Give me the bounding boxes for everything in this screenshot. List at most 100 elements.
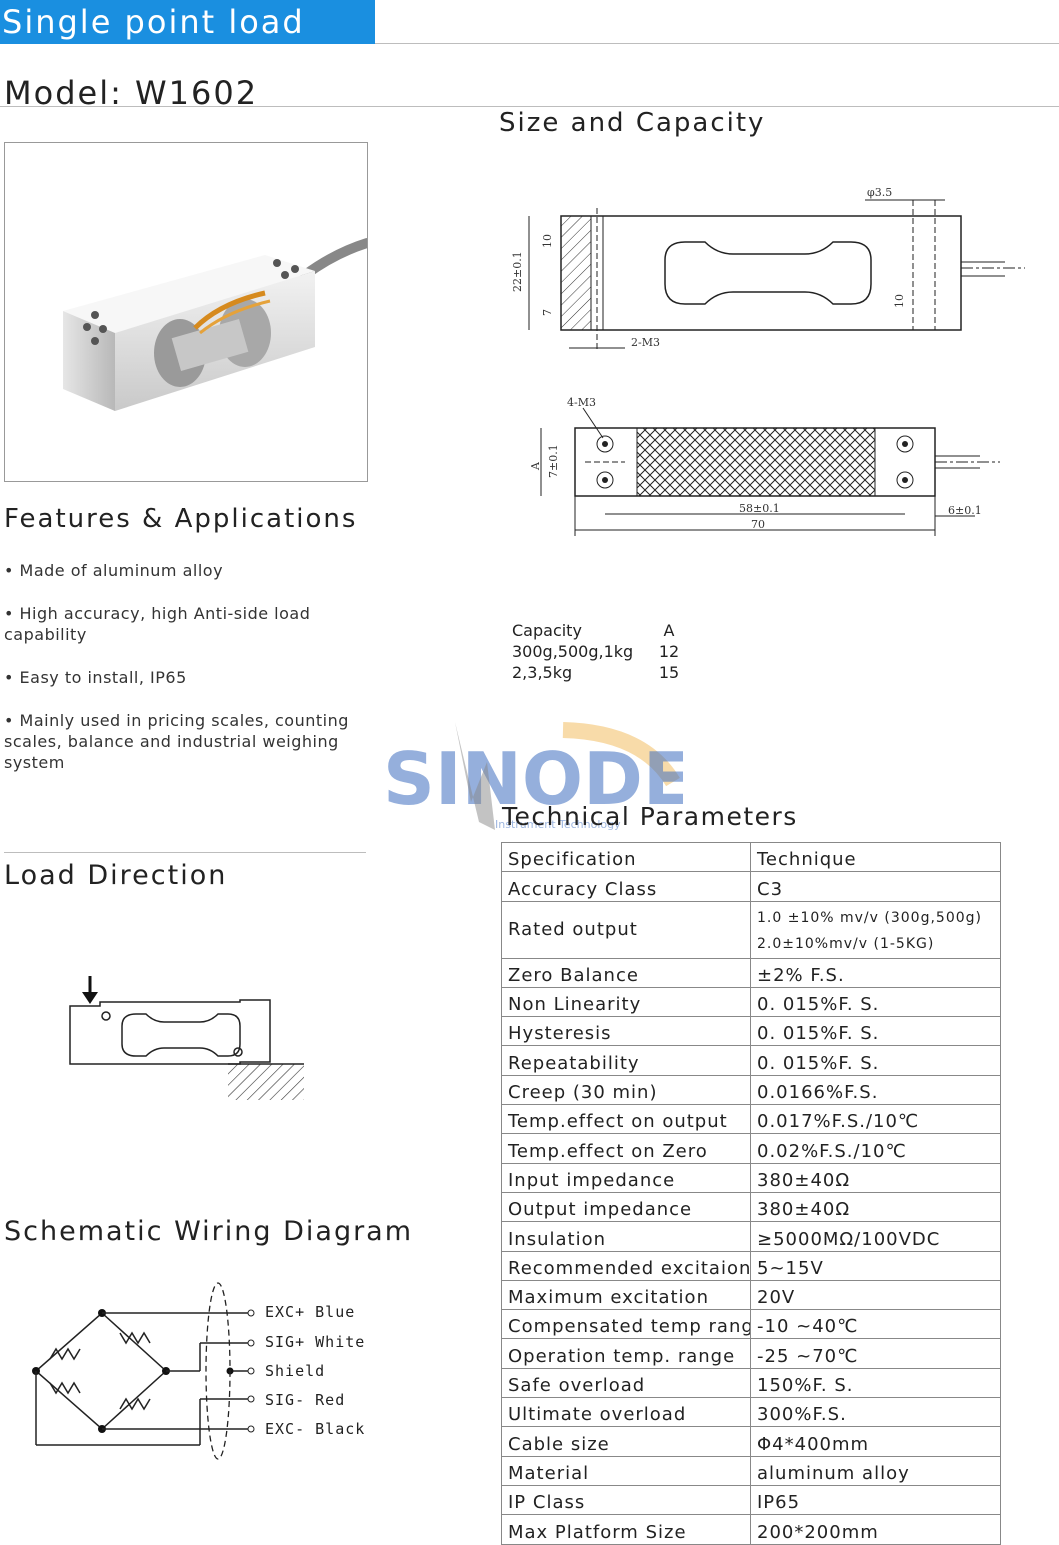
cell: Temp.effect on output [501,1105,751,1134]
table-row: Accuracy Class C3 [501,872,1001,902]
cell: aluminum alloy [751,1456,1001,1485]
wiring-heading: Schematic Wiring Diagram [4,1216,414,1247]
wire-label-sig-plus: SIG+ White [265,1333,366,1351]
cell: 20V [751,1280,1001,1310]
dim-2m3: 2-M3 [631,336,660,349]
dim-4m3: 4-M3 [567,396,596,409]
capacity-table: Capacity A 300g,500g,1kg 12 2,3,5kg 15 [511,620,695,683]
dim-7b: 7±0.1 [547,444,560,478]
page-banner-title: Single point load cell [0,0,375,85]
cell: A [663,621,675,640]
cell: 380±40Ω [751,1163,1001,1192]
cell: Non Linearity [501,987,751,1017]
wire-label-exc-plus: EXC+ Blue [265,1303,356,1321]
cell: ≥5000MΩ/100VDC [751,1222,1001,1251]
product-photo [4,142,368,482]
cell: 380±40Ω [751,1192,1001,1222]
table-row: Creep (30 min)0.0166%F.S. [501,1075,1001,1106]
tech-params-table: Specification Technique Accuracy Class C… [501,842,1001,1545]
table-row: 300g,500g,1kg 12 [511,641,695,662]
cell: Compensated temp range [501,1310,751,1339]
cell: C3 [751,872,1001,901]
cell: Technique [751,843,1001,872]
load-direction-heading: Load Direction [4,860,228,891]
feature-item: • Made of aluminum alloy [4,561,224,580]
wiring-diagram [20,1275,265,1465]
banner-rule [375,43,1059,44]
cell: 1.0 ±10% mv/v (300g,500g) [757,909,982,926]
cell: Output impedance [501,1192,751,1222]
cell: Safe overload [501,1368,751,1398]
cell: 2,3,5kg [512,663,573,682]
table-row: Rated output 1.0 ±10% mv/v (300g,500g) 2… [501,901,1001,959]
rated-output-values: 1.0 ±10% mv/v (300g,500g) 2.0±10%mv/v (1… [757,905,982,957]
cell: Input impedance [501,1163,751,1192]
cell: Rated output [501,901,751,958]
cell: Φ4*400mm [751,1427,1001,1456]
cell: 0.017%F.S./10℃ [751,1105,1001,1134]
cell: IP Class [501,1485,751,1515]
table-row: Operation temp. range-25 ~70℃ [501,1339,1001,1369]
cell: 0. 015%F. S. [751,987,1001,1017]
model-title: Model: W1602 [4,74,259,112]
features-heading: Features & Applications [4,504,358,534]
cell: 15 [658,663,680,682]
cell: -25 ~70℃ [751,1339,1001,1368]
cell: Recommended excitaion [501,1251,751,1280]
cell: Capacity [512,621,582,640]
model-rule [0,106,1059,107]
cell: Accuracy Class [501,872,751,901]
feature-item: • High accuracy, high Anti-side load cap… [4,604,311,644]
dimension-drawing: φ3.5 22±0.1 10 7 10 2-M3 4-M3 A 7±0.1 58… [505,180,1025,540]
cell: Zero Balance [501,958,751,987]
load-direction-diagram [60,970,310,1105]
cell: 5~15V [751,1251,1001,1280]
tech-header-row: Specification Technique [501,843,1001,873]
cell: 300%F.S. [751,1398,1001,1427]
cell: Material [501,1456,751,1485]
watermark-sub: Instrument Technology [495,818,621,831]
wire-label-shield: Shield [265,1362,326,1380]
cell: -10 ~40℃ [751,1310,1001,1339]
cell: Ultimate overload [501,1398,751,1427]
cell: 200*200mm [751,1515,1001,1544]
cell: Insulation [501,1222,751,1251]
cell: Specification [501,843,751,872]
cell: IP65 [751,1485,1001,1515]
dim-7: 7 [541,309,554,316]
load-rule [4,852,366,853]
cell: ±2% F.S. [751,958,1001,987]
dim-58: 58±0.1 [739,502,780,515]
cell: 0.0166%F.S. [751,1075,1001,1105]
cell: Hysteresis [501,1017,751,1046]
cell: Cable size [501,1427,751,1456]
dim-6: 6±0.1 [948,504,982,517]
table-row: Compensated temp range-10 ~40℃ [501,1310,1001,1340]
cell: Max Platform Size [501,1515,751,1544]
cell: Creep (30 min) [501,1075,751,1105]
dim-10b: 10 [893,294,906,308]
dim-phi: φ3.5 [867,186,892,199]
wire-label-sig-minus: SIG- Red [265,1391,346,1409]
cell: 2.0±10%mv/v (1-5KG) [757,935,935,952]
size-capacity-heading: Size and Capacity [499,108,766,138]
cell: Repeatability [501,1046,751,1075]
table-row: 2,3,5kg 15 [511,662,695,683]
tech-params-heading: Technical Parameters [502,802,798,831]
cell: 0.02%F.S./10℃ [751,1134,1001,1163]
dim-70: 70 [751,518,765,531]
cell: 0. 015%F. S. [751,1017,1001,1046]
